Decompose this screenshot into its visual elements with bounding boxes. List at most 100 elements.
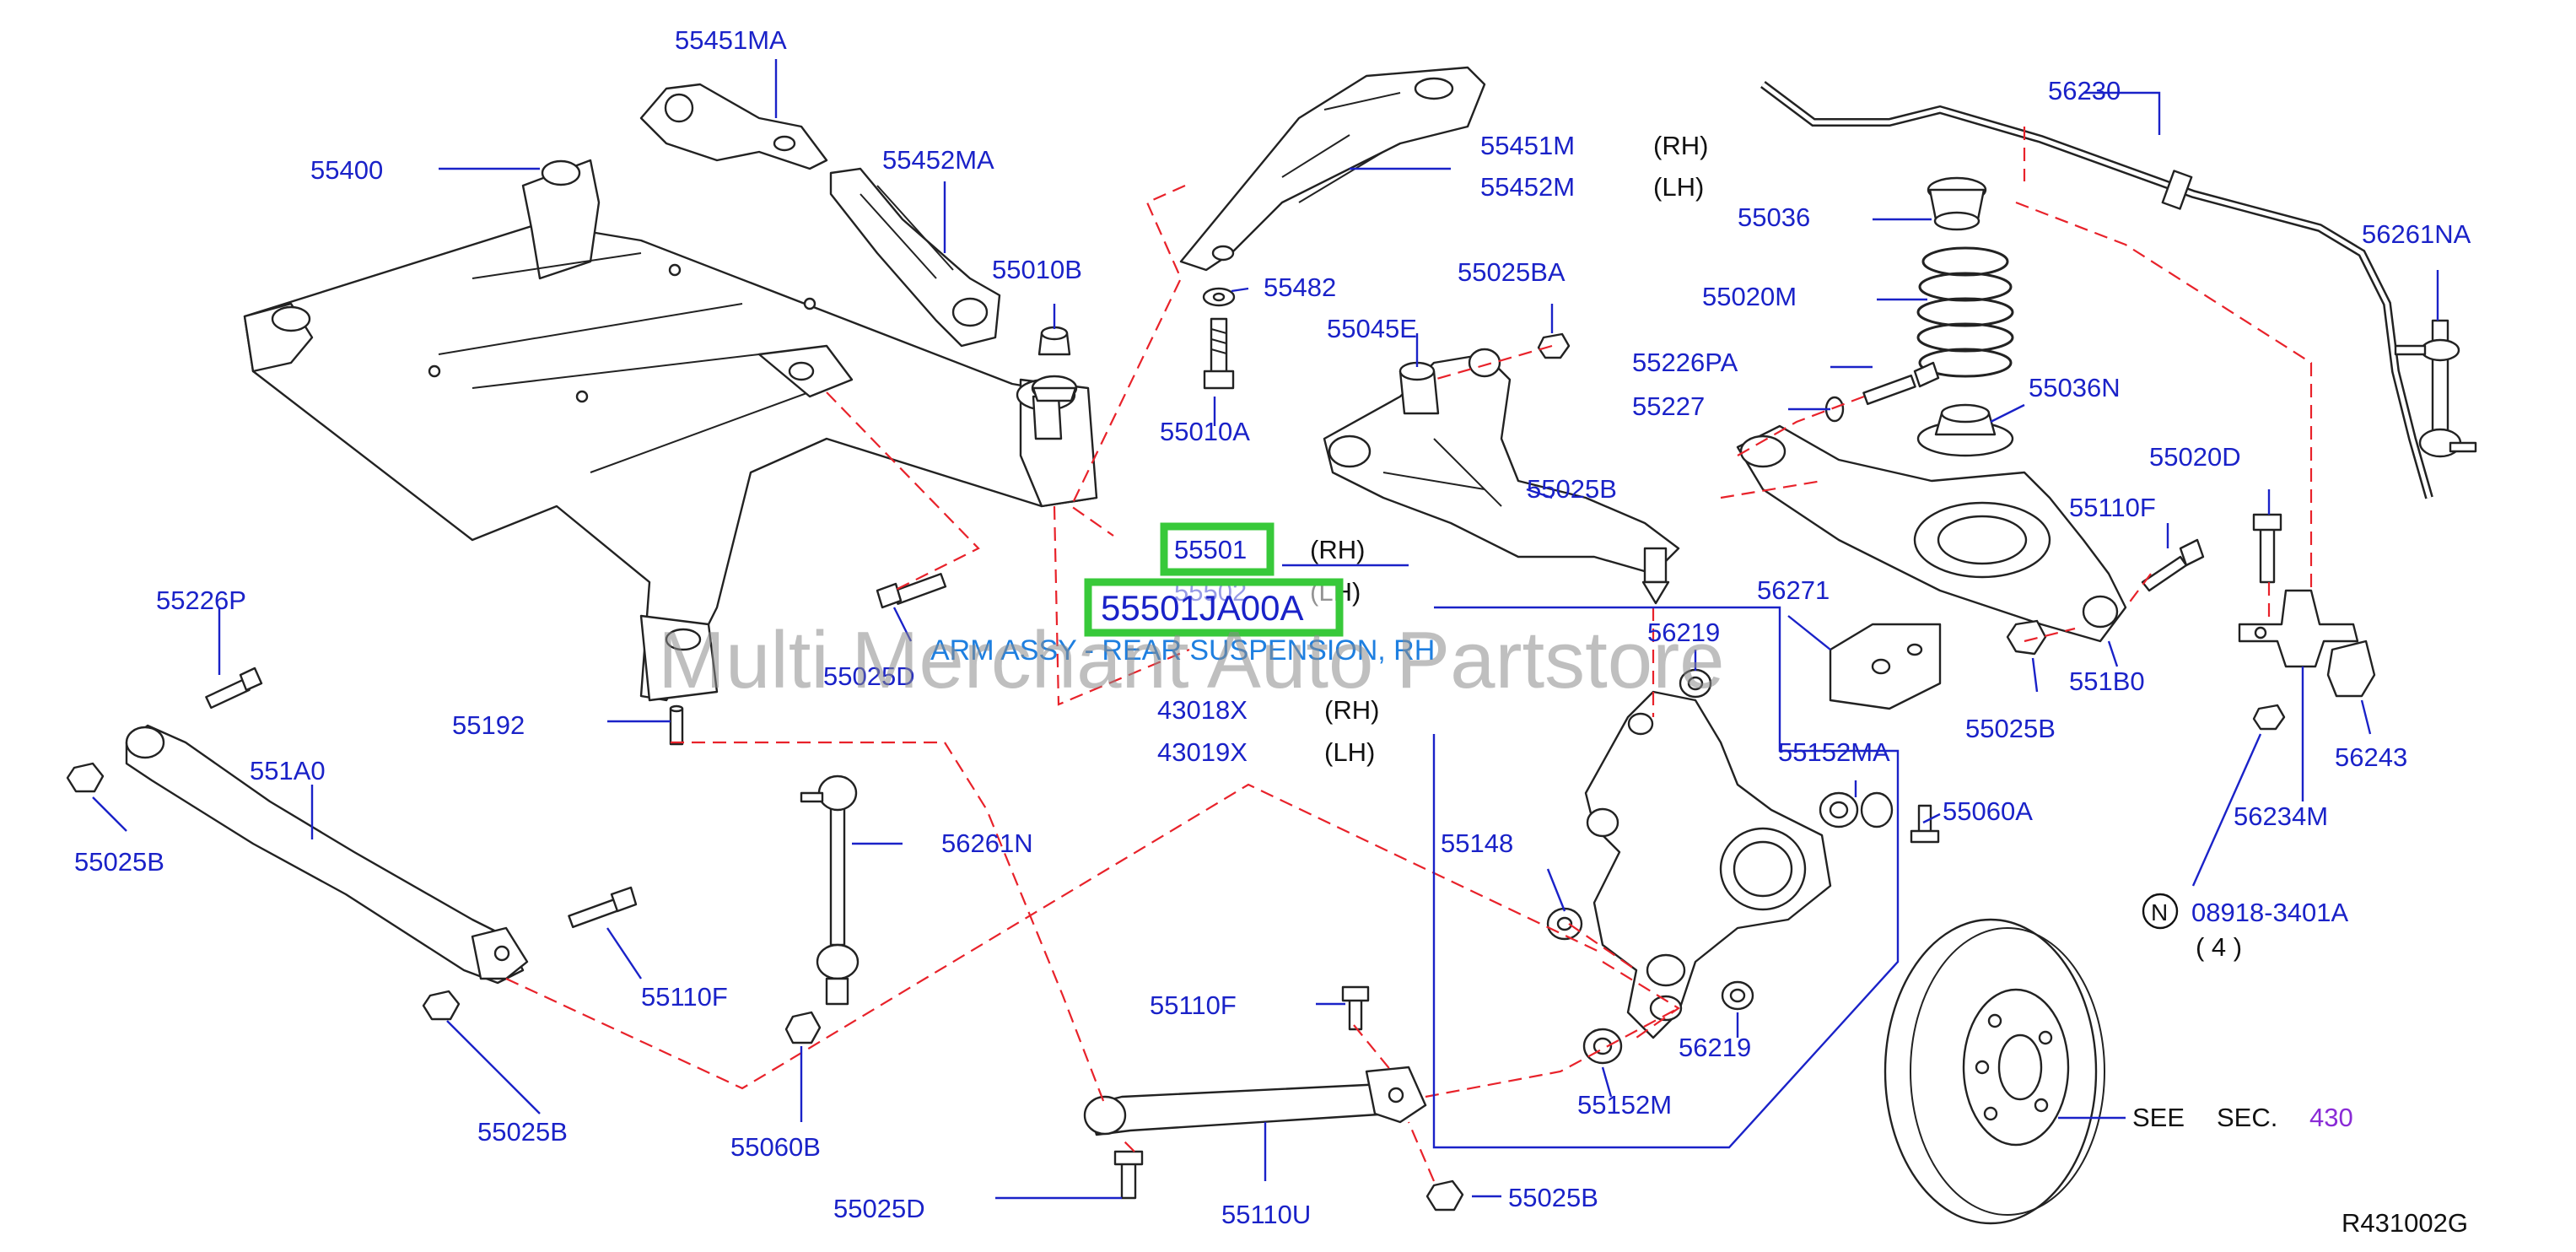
callout-55110F-right: 55110F <box>2069 493 2156 522</box>
callout-55060B: 55060B <box>730 1132 821 1162</box>
callout-55227: 55227 <box>1632 391 1705 421</box>
see-label: SEE <box>2132 1103 2185 1132</box>
bracket-55451M <box>1179 66 1486 272</box>
callout-55452M-side: (LH) <box>1653 172 1704 202</box>
callout-43018X: 43018X <box>1157 695 1248 725</box>
callout-56219-top: 56219 <box>1647 618 1720 647</box>
callout-55226PA: 55226PA <box>1632 348 1738 377</box>
callout-56271: 56271 <box>1757 575 1830 605</box>
callout-55110U: 55110U <box>1221 1200 1311 1229</box>
callout-551B0: 551B0 <box>2069 666 2145 696</box>
callout-56230: 56230 <box>2048 76 2121 105</box>
callout-55152MA: 55152MA <box>1778 737 1890 767</box>
bolt-55060A <box>1910 804 1940 844</box>
leader-lines <box>92 59 2439 1200</box>
highlight-backdrop <box>1088 582 1339 633</box>
nut-55025BA <box>1537 332 1571 359</box>
nut-55025B-bottom <box>1425 1179 1464 1212</box>
lower-link-551B0 <box>1736 424 2127 643</box>
rear-suspension-member <box>243 159 1098 702</box>
callout-08918-qty: ( 4 ) <box>2196 932 2242 962</box>
callout-56261NA: 56261NA <box>2362 219 2471 249</box>
callout-43019X: 43019X <box>1157 737 1248 767</box>
callout-55482: 55482 <box>1264 273 1336 302</box>
callout-55060A: 55060A <box>1943 796 2033 826</box>
callout-55452M: 55452M <box>1480 172 1575 202</box>
bolt-55110F-bottom <box>1341 985 1370 1031</box>
nut-55060B <box>784 1011 822 1044</box>
callout-55020D: 55020D <box>2149 442 2241 472</box>
callout-55400: 55400 <box>310 155 383 185</box>
highlight-box-part-number <box>1084 578 1344 637</box>
pin-55192 <box>669 704 684 746</box>
callout-56261N: 56261N <box>941 828 1033 858</box>
sec-label: SEC. <box>2217 1103 2277 1132</box>
bracket-56271 <box>1829 623 1942 710</box>
bolt-55020D <box>2252 513 2282 584</box>
link-55452MA <box>829 167 1001 348</box>
callout-55192: 55192 <box>452 710 525 740</box>
callout-55025D-top: 55025D <box>823 661 915 691</box>
callout-55010A: 55010A <box>1160 417 1250 446</box>
callout-55025D-bottom: 55025D <box>833 1194 925 1223</box>
callout-55452MA: 55452MA <box>882 145 994 175</box>
callout-08918: 08918-3401A <box>2191 898 2348 927</box>
callout-55020M: 55020M <box>1702 282 1797 311</box>
bushing-56219-bottom <box>1721 980 1754 1011</box>
knuckle-43018X <box>1584 690 1832 1039</box>
callout-55045E: 55045E <box>1327 314 1417 343</box>
bolt-55010A <box>1203 317 1235 390</box>
nut-08918 <box>2252 704 2286 731</box>
callout-56234M: 56234M <box>2234 801 2328 831</box>
lateral-link-551A0 <box>125 724 529 985</box>
highlight-box-55501 <box>1160 522 1275 576</box>
callout-labels: 55451MA 55400 55452MA 55010B 55451M (RH)… <box>74 25 2471 1238</box>
callout-55010B: 55010B <box>992 255 1082 284</box>
callout-55148: 55148 <box>1441 828 1513 858</box>
parts-illustrations <box>66 66 2477 1225</box>
nut-55025B-bottom-left <box>422 990 461 1021</box>
callout-55451M: 55451M <box>1480 131 1575 160</box>
callout-55025B-bottom-left: 55025B <box>477 1117 568 1147</box>
nut-55025B-left <box>66 762 105 793</box>
highlight-description: ARM ASSY - REAR SUSPENSION, RH <box>930 634 1435 666</box>
callout-55025B-right: 55025B <box>1965 714 2056 743</box>
upper-arm-55501 <box>1323 348 1680 605</box>
callout-56219-bottom: 56219 <box>1679 1033 1751 1062</box>
bolt-55226PA <box>1862 361 1940 406</box>
washer-55482 <box>1202 287 1236 307</box>
bushing-55152M <box>1582 1028 1623 1065</box>
bolt-55226P <box>205 666 263 710</box>
adjust-link-55110U <box>1083 1066 1427 1136</box>
watermark-text: Multi Merchant Auto Partstore <box>658 615 1725 705</box>
link-56261N <box>800 774 860 1006</box>
callout-55036: 55036 <box>1738 202 1810 232</box>
bolt-55110F-left <box>568 886 638 929</box>
bushing-55152MA <box>1819 791 1894 828</box>
callout-08918-note: N <box>2151 899 2168 926</box>
callout-55025BA: 55025BA <box>1458 257 1566 287</box>
link-56261NA <box>2394 319 2477 458</box>
callout-55501: 55501 <box>1174 535 1247 564</box>
spring-55020M <box>1916 246 2014 378</box>
callout-55152M: 55152M <box>1577 1090 1672 1120</box>
bracket-55451MA <box>639 83 828 170</box>
note-circle <box>2142 893 2179 930</box>
callout-56243: 56243 <box>2335 742 2407 772</box>
callout-55110F-left: 55110F <box>641 982 728 1012</box>
bushing-55010B <box>1031 326 1078 402</box>
callout-43019X-side: (LH) <box>1324 737 1375 767</box>
bolt-55110F-right <box>2141 555 2188 592</box>
bumper-55036 <box>1927 176 1987 231</box>
callout-55501-side: (RH) <box>1310 535 1365 564</box>
seat-55036N <box>1916 403 2014 457</box>
highlight-part-number[interactable]: 55501JA00A <box>1101 588 1304 628</box>
section-reference-link[interactable]: 430 <box>2309 1103 2353 1132</box>
callout-55025B-bottom: 55025B <box>1508 1183 1598 1212</box>
callout-551A0: 551A0 <box>250 756 326 785</box>
selected-part-highlight: 55501JA00A ARM ASSY - REAR SUSPENSION, R… <box>930 522 1435 666</box>
callout-55451MA: 55451MA <box>675 25 787 55</box>
bushing-56243 <box>2326 639 2376 698</box>
stabilizer-56230 <box>1760 81 2433 499</box>
